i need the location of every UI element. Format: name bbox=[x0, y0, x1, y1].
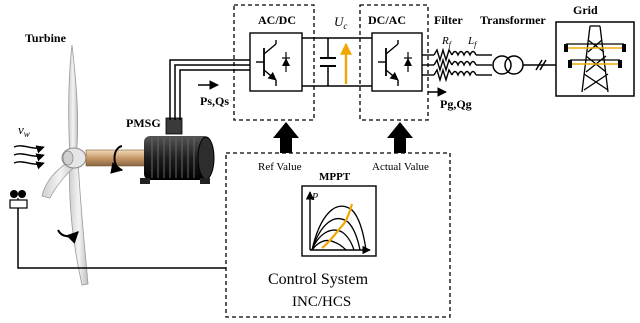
pg-qg-label: Pg,Qg bbox=[440, 97, 472, 111]
uc-label: Uc bbox=[334, 14, 347, 31]
blade-rotation-icon bbox=[57, 229, 79, 244]
turbine-icon bbox=[41, 44, 89, 286]
grid-icon bbox=[555, 21, 635, 97]
actual-value-label: Actual Value bbox=[372, 161, 429, 173]
dc-ac-switch-icon bbox=[371, 32, 423, 92]
anemometer-icon bbox=[9, 190, 28, 209]
rf-label: Rf bbox=[441, 35, 453, 49]
mppt-curve-icon: P bbox=[301, 185, 377, 257]
dc-ac-dashed-box bbox=[359, 4, 429, 121]
svg-text:P: P bbox=[311, 192, 318, 203]
wind-arrows-icon bbox=[13, 145, 45, 170]
control-system-box bbox=[225, 152, 451, 318]
ref-value-block-arrow bbox=[273, 122, 299, 153]
dc-link bbox=[302, 37, 372, 87]
algorithm-label: INC/HCS bbox=[292, 294, 351, 310]
wind-speed-label: vw bbox=[18, 122, 30, 139]
dc-ac-label: DC/AC bbox=[368, 13, 406, 27]
transformer-icon bbox=[492, 55, 556, 75]
mppt-label: MPPT bbox=[319, 171, 351, 183]
generator-icon bbox=[140, 117, 215, 184]
generator-output-lines bbox=[169, 59, 250, 120]
filter-label: Filter bbox=[434, 13, 463, 27]
ac-dc-label: AC/DC bbox=[258, 13, 296, 27]
control-system-title: Control System bbox=[268, 271, 369, 288]
ac-dc-dashed-box bbox=[233, 4, 315, 121]
filter-lines bbox=[422, 47, 492, 83]
ac-dc-switch-icon bbox=[249, 32, 303, 92]
lf-label: Lf bbox=[467, 35, 478, 49]
shaft-rotation-icon bbox=[110, 145, 124, 174]
ref-value-label: Ref Value bbox=[258, 161, 302, 173]
anemometer-feedback-line bbox=[17, 208, 226, 269]
ps-qs-label: Ps,Qs bbox=[200, 94, 229, 108]
turbine-label: Turbine bbox=[25, 31, 67, 45]
pmsg-label: PMSG bbox=[126, 116, 161, 130]
transformer-label: Transformer bbox=[480, 13, 546, 27]
grid-label: Grid bbox=[573, 3, 598, 17]
actual-value-block-arrow bbox=[387, 122, 413, 153]
